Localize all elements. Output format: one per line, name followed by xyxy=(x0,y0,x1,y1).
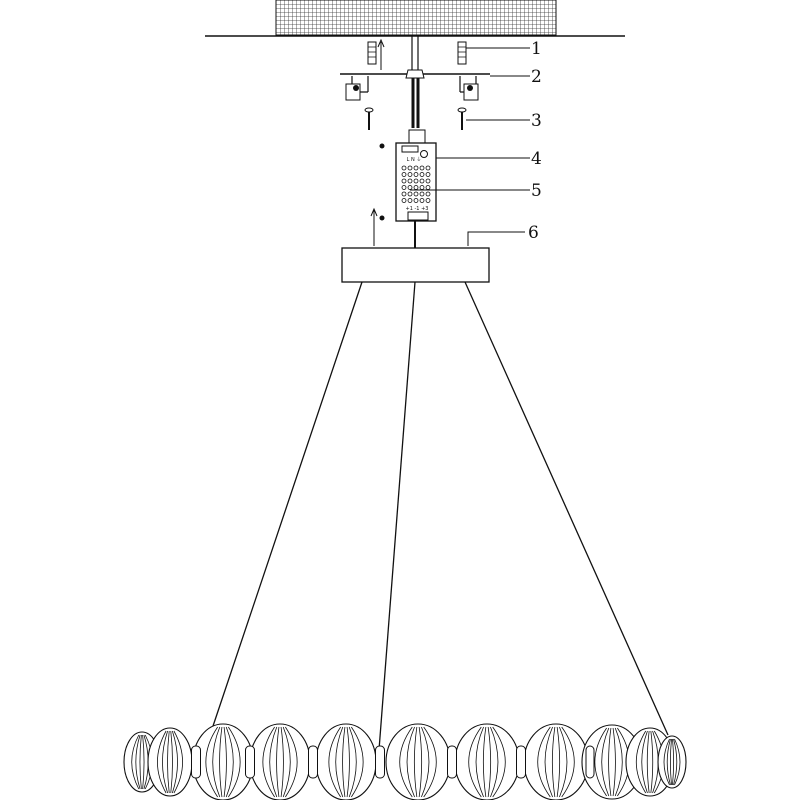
driver-vent-grid xyxy=(401,165,431,203)
pendant-sphere xyxy=(581,724,643,800)
sphere-spacer xyxy=(191,745,201,779)
pendant-sphere xyxy=(249,723,311,800)
sphere-ring xyxy=(123,723,687,800)
pendant-sphere xyxy=(385,723,451,800)
supply-cable xyxy=(411,36,420,128)
canopy xyxy=(341,247,490,283)
callout-1: 1 xyxy=(531,39,542,59)
suspension-cable-left xyxy=(209,281,363,736)
callout-5: 5 xyxy=(531,181,542,201)
sphere-spacer xyxy=(516,745,526,779)
mounting-screw-left xyxy=(364,107,374,130)
driver-box xyxy=(395,129,437,222)
driver-screws xyxy=(370,143,385,246)
pendant-sphere xyxy=(523,723,589,800)
terminal-block-text: +1 -1 +3 xyxy=(406,206,429,212)
sphere-spacer xyxy=(375,745,385,779)
callout-leader-6 xyxy=(467,231,525,246)
mounting-bracket xyxy=(340,69,490,101)
pendant-sphere xyxy=(147,727,193,797)
callout-6: 6 xyxy=(528,223,539,243)
callouts: 1 2 3 4 5 6 xyxy=(410,39,542,246)
suspension-cables xyxy=(209,281,669,751)
suspension-cable-right xyxy=(464,281,669,736)
mounting-screw-right xyxy=(457,107,467,130)
suspension-cable-center xyxy=(378,281,416,751)
pendant-sphere xyxy=(315,723,377,800)
sphere-spacer xyxy=(585,745,595,779)
pendant-sphere xyxy=(454,723,520,800)
driver-terminal-text: L N ⏚ xyxy=(407,156,422,163)
wall-anchor-right xyxy=(457,41,467,65)
sphere-spacer xyxy=(245,745,255,779)
pendant-sphere xyxy=(192,723,254,800)
ceiling xyxy=(205,0,625,37)
callout-2: 2 xyxy=(531,67,542,87)
sphere-spacer xyxy=(308,745,318,779)
callout-4: 4 xyxy=(531,149,542,169)
pendant-sphere xyxy=(657,735,687,789)
sphere-spacer xyxy=(447,745,457,779)
wall-anchor-left xyxy=(367,38,385,70)
callout-3: 3 xyxy=(531,111,542,131)
